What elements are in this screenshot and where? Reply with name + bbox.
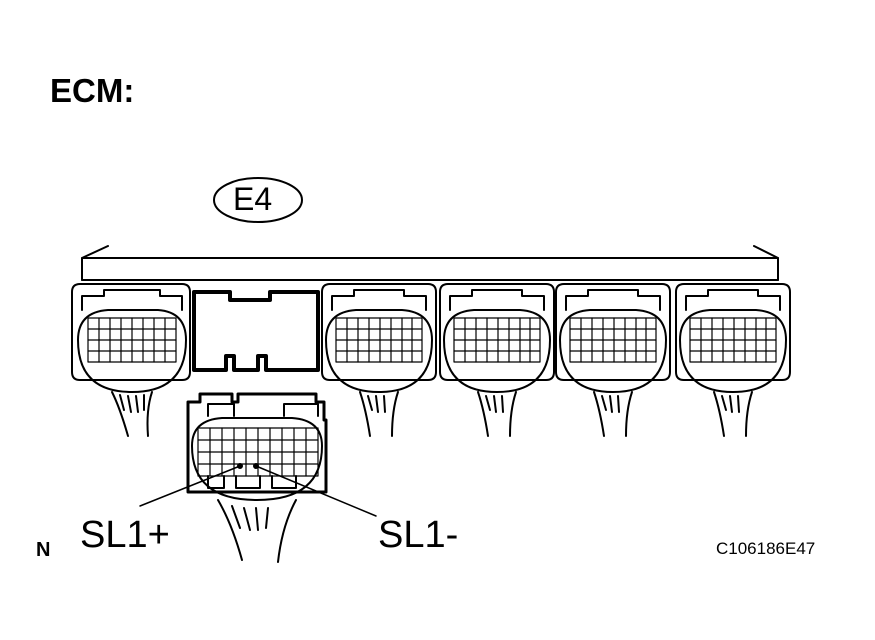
sl1-minus-pin-dot xyxy=(253,463,259,469)
orientation-mark: N xyxy=(36,539,51,561)
sl1-plus-pin-dot xyxy=(237,463,243,469)
sl1-minus-leader xyxy=(255,465,377,517)
ecm-header-6 xyxy=(675,283,791,437)
pin-label-sl1-minus: SL1- xyxy=(378,514,459,556)
connector-e4-callout xyxy=(213,177,303,223)
ecm-header-4 xyxy=(439,283,555,437)
connector-e4-plug xyxy=(186,392,328,563)
ecm-housing-rail xyxy=(81,245,779,281)
pin-label-sl1-plus: SL1+ xyxy=(80,514,170,556)
ecm-title: ECM: xyxy=(50,72,135,109)
ecm-header-5 xyxy=(555,283,671,437)
connector-code-label: E4 xyxy=(233,181,273,217)
figure-code: C106186E47 xyxy=(716,539,816,558)
ecm-header-2-empty xyxy=(192,290,320,372)
ecm-header-1 xyxy=(71,283,191,437)
sl1-plus-leader xyxy=(139,465,241,507)
ecm-header-3 xyxy=(321,283,437,437)
